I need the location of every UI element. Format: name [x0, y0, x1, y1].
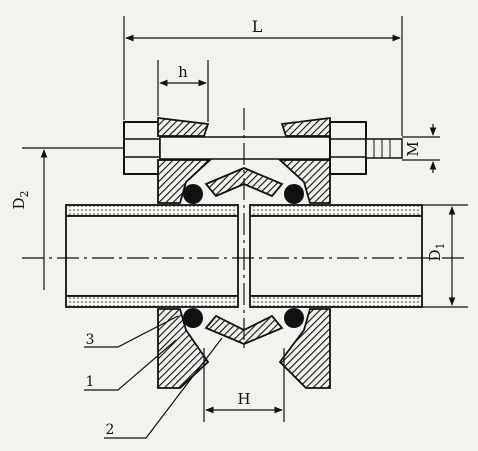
right-pipe-bore — [249, 215, 423, 297]
top-flanges — [157, 116, 331, 204]
callout-2: 2 — [106, 422, 115, 438]
top-right-seal — [284, 184, 304, 204]
centerlines — [22, 108, 468, 352]
dimension-h — [157, 60, 209, 122]
left-pipe-bottom-wall — [65, 295, 239, 308]
dimension-M — [402, 124, 440, 173]
label-D2-sub: 2 — [18, 190, 31, 197]
top-left-flange — [157, 159, 213, 204]
left-pipe-bore — [65, 215, 239, 297]
dimension-D2 — [22, 147, 124, 290]
bolt-thread-end — [365, 138, 403, 159]
left-pipe-top-wall — [65, 204, 239, 217]
right-pipe-bottom-wall — [249, 295, 423, 308]
dimension-H — [203, 348, 285, 422]
top-right-lug — [280, 116, 331, 137]
bottom-left-flange — [157, 308, 210, 389]
leader-1 — [84, 339, 177, 391]
label-M: M — [404, 141, 422, 156]
callout-1: 1 — [86, 374, 95, 390]
dimension-D1 — [422, 204, 468, 308]
label-L: L — [252, 17, 263, 36]
callout-3: 3 — [86, 332, 95, 348]
top-left-lug — [157, 116, 210, 137]
bottom-right-flange — [278, 308, 331, 389]
top-right-flange — [277, 159, 331, 204]
dimension-L — [123, 16, 403, 136]
label-D1-sub: 1 — [434, 242, 447, 249]
leader-3 — [84, 315, 179, 348]
bottom-left-seal — [183, 308, 203, 328]
label-D2-main: D — [10, 197, 28, 209]
bolt-nut — [329, 121, 367, 175]
label-H: H — [237, 390, 250, 408]
label-D1-main: D — [426, 249, 444, 261]
bolt-head — [123, 121, 161, 175]
top-left-seal — [183, 184, 203, 204]
label-D1: D1 — [426, 242, 447, 261]
bolt-shank — [159, 136, 331, 160]
bottom-right-seal — [284, 308, 304, 328]
right-pipe-top-wall — [249, 204, 423, 217]
label-D2: D2 — [10, 190, 31, 209]
label-h: h — [178, 63, 188, 81]
leaders — [84, 315, 223, 439]
pipes — [65, 204, 423, 308]
bolt — [123, 121, 403, 175]
leader-2 — [104, 337, 223, 439]
